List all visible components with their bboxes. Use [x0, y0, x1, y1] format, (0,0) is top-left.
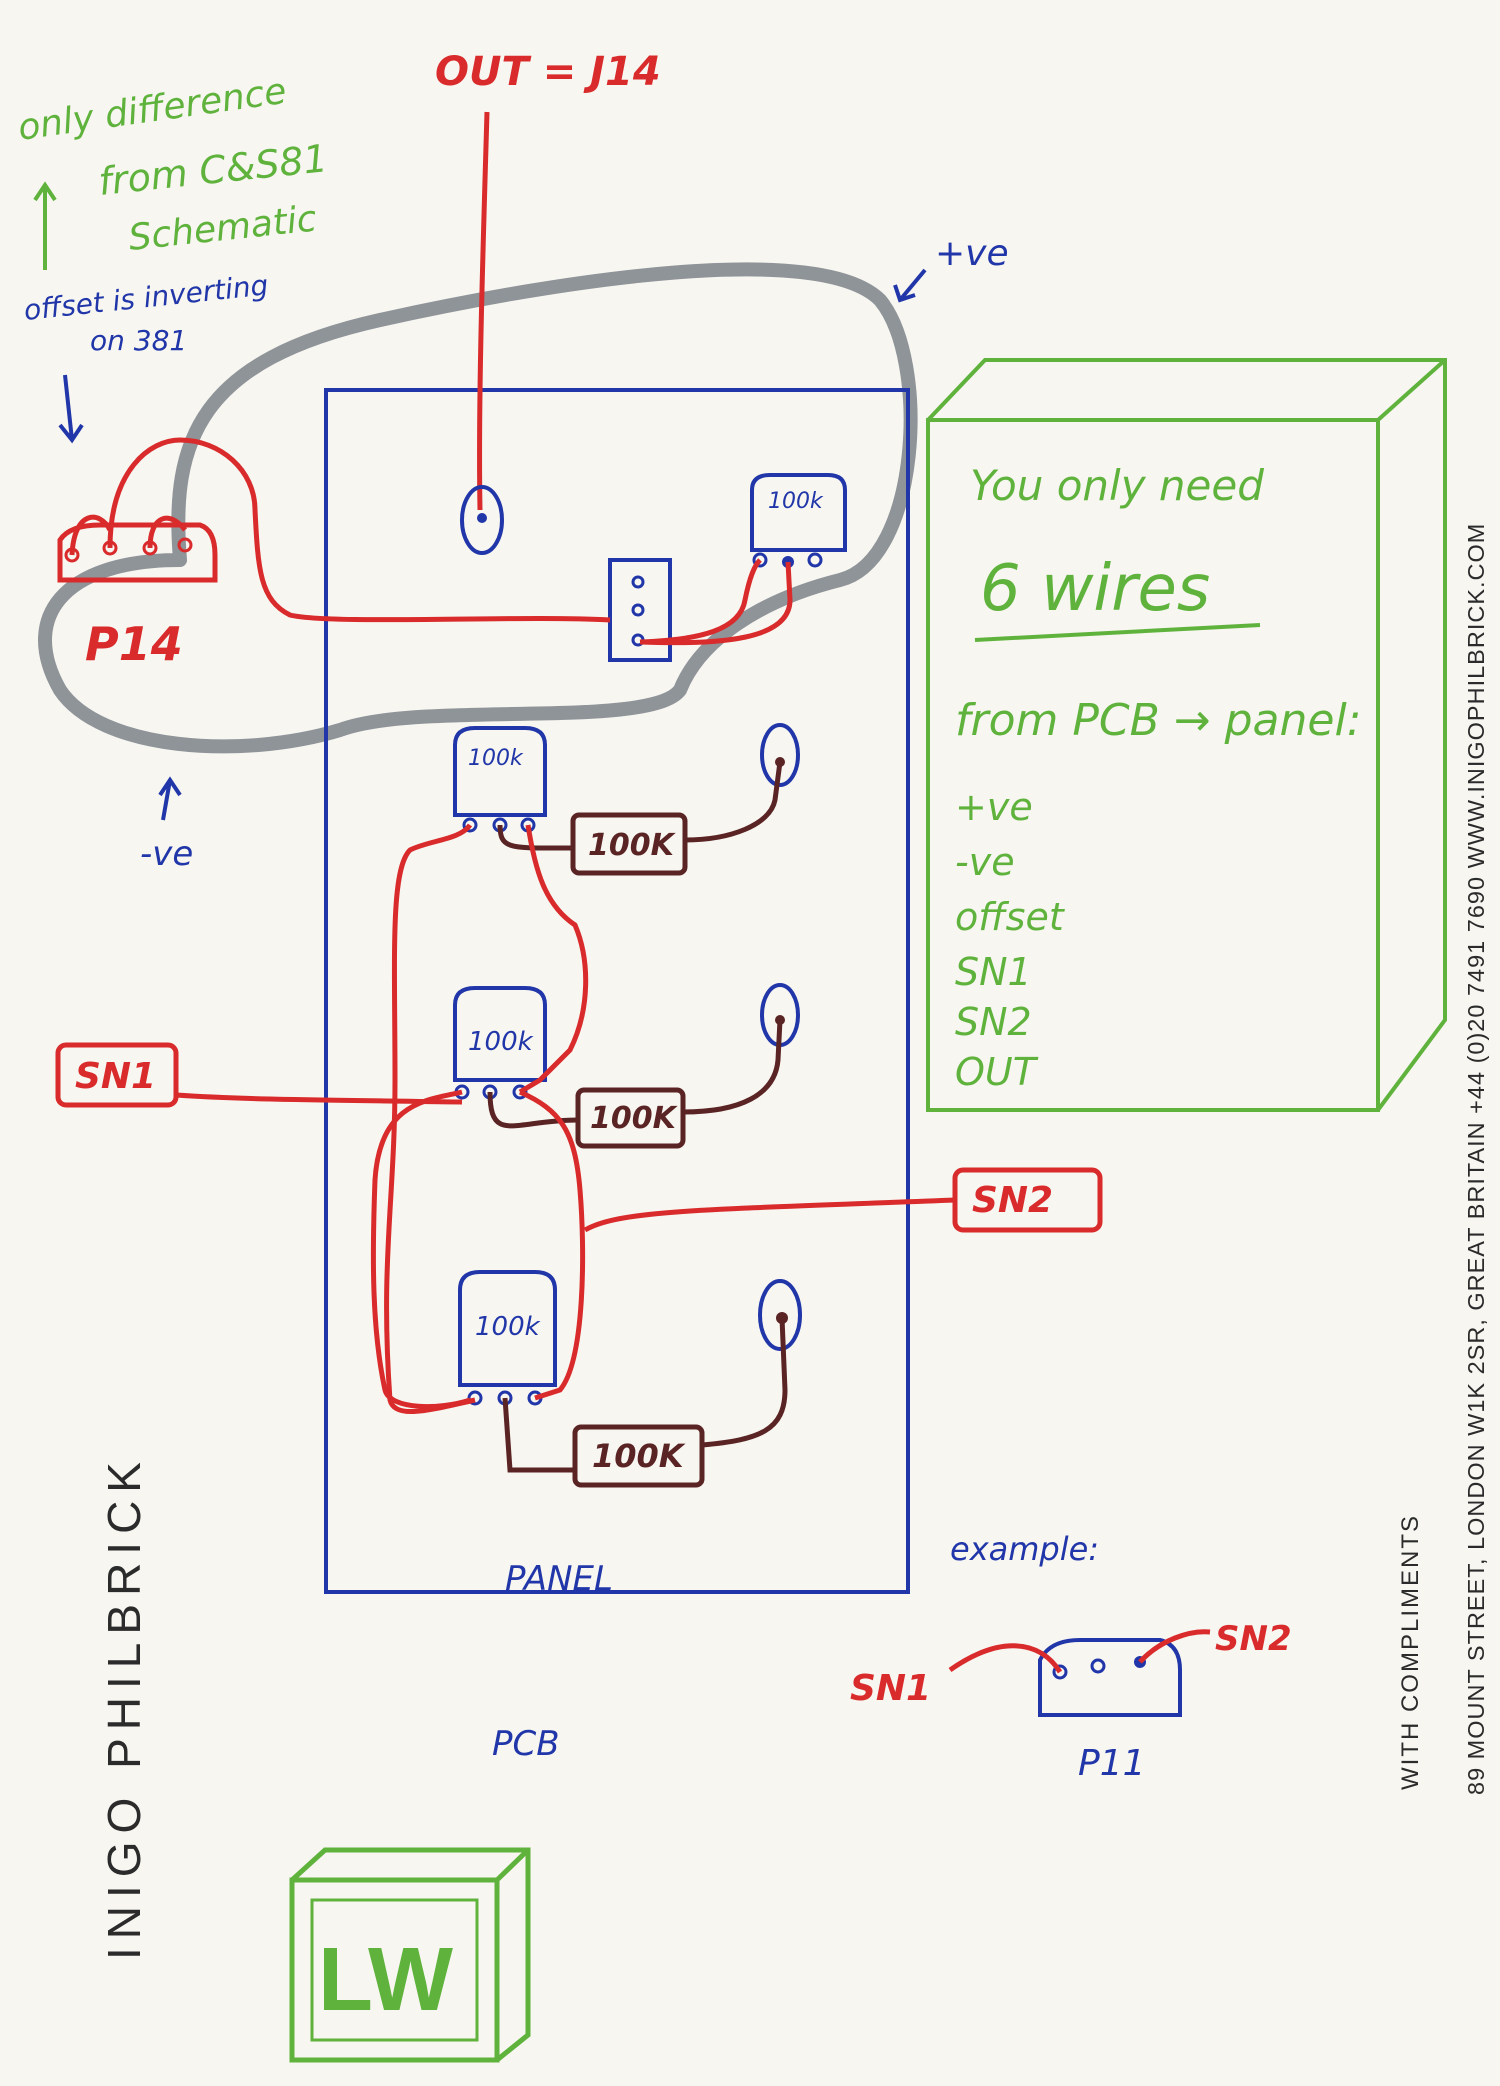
- out-jack: [460, 485, 504, 555]
- p14-pin-arc-1: [69, 514, 113, 556]
- brown-wire-3: [502, 1317, 788, 1473]
- wire-note-underline: [974, 623, 1261, 642]
- panel-outline: [324, 388, 910, 1594]
- sn2-wire: [583, 1197, 956, 1233]
- wire-note-line-2: 6 wires: [980, 552, 1210, 626]
- letterhead-compliments: WITH COMPLIMENTS: [1397, 1514, 1424, 1790]
- pve-arrow: [893, 268, 927, 303]
- sn1-wire: [175, 1092, 463, 1105]
- terminal-pin-2: [631, 603, 645, 617]
- difference-note-line-2: from C&S81: [96, 136, 329, 204]
- terminal-block: [608, 558, 672, 662]
- pot-1: [453, 726, 547, 833]
- difference-arrow: [33, 181, 57, 270]
- example-label: example:: [950, 1530, 1099, 1568]
- p11-connector: [1038, 1638, 1182, 1717]
- p11-label: P11: [1078, 1743, 1146, 1784]
- pcb-label: PCB: [492, 1724, 560, 1764]
- pve-label: +ve: [935, 233, 1009, 274]
- p14-pin-4: [177, 537, 193, 553]
- sn2-box: [952, 1167, 1103, 1233]
- red-wire-pot1-to-pot2: [518, 824, 589, 1095]
- red-wire-pot2-to-sn2: [518, 1089, 586, 1401]
- offset-pot-label: 100k: [768, 489, 824, 514]
- terminal-pin-1: [631, 575, 645, 589]
- lw-logo: [289, 1847, 531, 2063]
- brown-wire-1: [497, 761, 783, 851]
- out-jack-pin: [477, 513, 487, 523]
- p14-pin-arc-2: [147, 515, 187, 549]
- p11-sn1-wire: [948, 1643, 1063, 1674]
- offset-note-line-1: offset is inverting: [22, 268, 270, 326]
- p11-sn2-wire: [1138, 1629, 1211, 1664]
- pot-3-label: 100k: [475, 1312, 541, 1342]
- offset-pot: [750, 473, 847, 552]
- offset-wire-2: [639, 561, 793, 646]
- example-sn1: SN1: [850, 1668, 931, 1709]
- pot-2-label: 100k: [468, 1027, 534, 1057]
- red-wire-pot2-to-pot3: [370, 1089, 471, 1409]
- resistor-2-label: 100K: [590, 1101, 679, 1136]
- jack-3: [758, 1279, 802, 1351]
- jack-1: [760, 723, 800, 787]
- out-wire: [477, 111, 490, 511]
- nve-label: -ve: [140, 834, 193, 874]
- sn2-label: SN2: [972, 1180, 1053, 1221]
- panel-label: PANEL: [505, 1559, 613, 1599]
- sn1-label: SN1: [75, 1056, 156, 1097]
- wire-note-line-1: You only need: [970, 461, 1264, 510]
- letterhead-name: INIGO PHILBRICK: [98, 1454, 150, 1960]
- p14-red-loop: [107, 437, 611, 623]
- resistor-1: [570, 812, 688, 876]
- wire-list-item-3: offset: [955, 895, 1066, 939]
- out-j14-label: OUT = J14: [435, 49, 661, 95]
- sn1-box: [55, 1042, 179, 1108]
- p11-pin-2: [1090, 1658, 1106, 1674]
- offset-pot-pin-1: [752, 552, 768, 568]
- difference-note-line-1: only difference: [16, 71, 289, 149]
- wire-list-item-1: +ve: [955, 785, 1033, 829]
- wire-list-item-2: -ve: [955, 840, 1015, 884]
- letterhead-address: 89 MOUNT STREET, LONDON W1K 2SR, GREAT B…: [1463, 523, 1489, 1795]
- difference-note-line-3: Schematic: [127, 198, 319, 259]
- example-sn2: SN2: [1215, 1619, 1292, 1659]
- wire-list-item-5: SN2: [955, 1000, 1032, 1044]
- offset-wire: [639, 558, 762, 645]
- pot-2: [453, 986, 547, 1100]
- nve-arrow: [158, 776, 182, 821]
- wire-list-item-4: SN1: [955, 950, 1032, 994]
- wire-list-item-6: OUT: [955, 1050, 1039, 1094]
- resistor-1-label: 100K: [588, 828, 677, 863]
- offset-note-arrow: [58, 374, 84, 444]
- p11-pin-1: [1052, 1664, 1068, 1680]
- resistor-3: [572, 1424, 705, 1488]
- wire-note-box: [926, 358, 1447, 1112]
- p14-label: P14: [85, 617, 183, 671]
- offset-note-line-2: on 381: [90, 324, 187, 357]
- p14-connector: [57, 522, 218, 583]
- offset-pot-pin-3: [807, 552, 823, 568]
- wire-note-line-3: from PCB → panel:: [955, 695, 1362, 746]
- resistor-3-label: 100K: [592, 1437, 686, 1475]
- pot-1-label: 100k: [468, 746, 524, 771]
- lw-logo-text: LW: [318, 1930, 453, 2030]
